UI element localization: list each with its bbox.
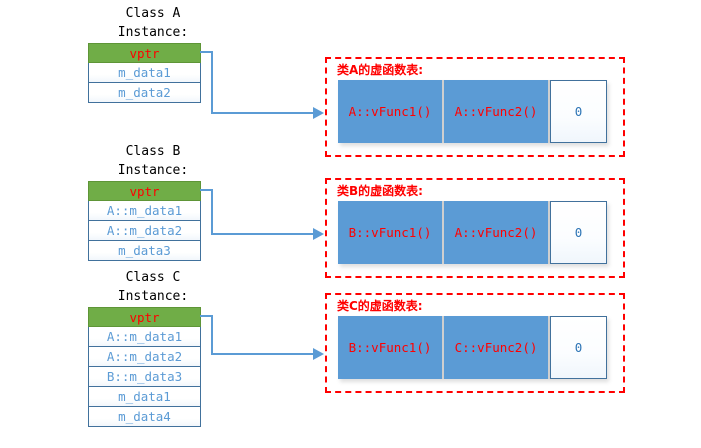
vtable-entry[interactable]: A::vFunc1() [338, 80, 444, 143]
instance-slot-member[interactable]: m_data1 [88, 63, 201, 83]
instance-slot-member[interactable]: m_data1 [88, 387, 201, 407]
instance-slot-member[interactable]: A::m_data2 [88, 221, 201, 241]
vtable-label: 类B的虚函数表: [337, 184, 423, 198]
instance-slot-member[interactable]: m_data3 [88, 241, 201, 261]
instance-slot-vptr[interactable]: vptr [88, 43, 201, 63]
instance-group-class-a: Class A Instance: vptr m_data1 m_data2 [88, 4, 218, 103]
instance-slot-member[interactable]: A::m_data2 [88, 347, 201, 367]
vtable-label: 类C的虚函数表: [337, 299, 423, 313]
vtable-group-class-b: 类B的虚函数表: B::vFunc1() A::vFunc2() 0 [325, 178, 625, 278]
vtable-terminator[interactable]: 0 [550, 316, 607, 379]
instance-title-line2: Instance: [117, 25, 189, 40]
instance-box-class-c: vptr A::m_data1 A::m_data2 B::m_data3 m_… [88, 307, 201, 427]
instance-title-line1: Class C [125, 270, 181, 285]
instance-title-line2: Instance: [117, 289, 189, 304]
connector-segment [211, 112, 315, 114]
instance-title-line2: Instance: [117, 163, 189, 178]
instance-group-class-c: Class C Instance: vptr A::m_data1 A::m_d… [88, 268, 218, 427]
arrowhead-icon [313, 228, 324, 240]
instance-group-class-b: Class B Instance: vptr A::m_data1 A::m_d… [88, 142, 218, 261]
instance-slot-vptr[interactable]: vptr [88, 181, 201, 201]
vtable-group-class-c: 类C的虚函数表: B::vFunc1() C::vFunc2() 0 [325, 293, 625, 393]
instance-slot-member[interactable]: m_data4 [88, 407, 201, 427]
vtable-entry[interactable]: C::vFunc2() [444, 316, 550, 379]
instance-slot-member[interactable]: B::m_data3 [88, 367, 201, 387]
instance-slot-member[interactable]: m_data2 [88, 83, 201, 103]
connector-segment [211, 353, 315, 355]
instance-slot-member[interactable]: A::m_data1 [88, 201, 201, 221]
instance-box-class-a: vptr m_data1 m_data2 [88, 43, 201, 103]
instance-slot-vptr[interactable]: vptr [88, 307, 201, 327]
vtable-terminator[interactable]: 0 [550, 80, 607, 143]
instance-box-class-b: vptr A::m_data1 A::m_data2 m_data3 [88, 181, 201, 261]
vtable-row: B::vFunc1() A::vFunc2() 0 [338, 201, 607, 264]
vtable-group-class-a: 类A的虚函数表: A::vFunc1() A::vFunc2() 0 [325, 57, 625, 157]
vtable-entry[interactable]: A::vFunc2() [444, 80, 550, 143]
arrowhead-icon [313, 348, 324, 360]
vtable-entry[interactable]: B::vFunc1() [338, 201, 444, 264]
instance-title-line1: Class B [125, 144, 181, 159]
vtable-label: 类A的虚函数表: [337, 63, 424, 77]
vtable-row: B::vFunc1() C::vFunc2() 0 [338, 316, 607, 379]
vtable-entry[interactable]: B::vFunc1() [338, 316, 444, 379]
vtable-row: A::vFunc1() A::vFunc2() 0 [338, 80, 607, 143]
vtable-entry[interactable]: A::vFunc2() [444, 201, 550, 264]
instance-slot-member[interactable]: A::m_data1 [88, 327, 201, 347]
vtable-terminator[interactable]: 0 [550, 201, 607, 264]
instance-title-line1: Class A [125, 6, 181, 21]
arrowhead-icon [313, 107, 324, 119]
connector-segment [211, 233, 315, 235]
